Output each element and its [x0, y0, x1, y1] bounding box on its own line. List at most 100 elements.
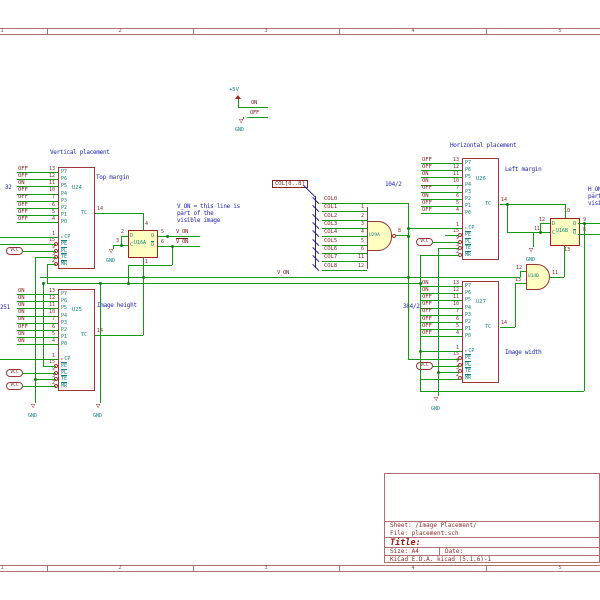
wire-segment [515, 283, 516, 327]
ic-u16a[interactable]: U16A D C Q Q 2 3 5 6 4 1 [116, 221, 164, 265]
pin-name: P1 [61, 212, 68, 219]
net-label[interactable]: OFF [422, 315, 432, 322]
net-label[interactable]: ON [18, 309, 25, 316]
pin-name: D [552, 221, 556, 227]
vcc-flag[interactable]: VCC [6, 369, 23, 377]
gnd-icon[interactable]: ▽ [96, 402, 101, 410]
net-label[interactable]: OFF [18, 201, 28, 208]
ic-u24[interactable]: U24 OFF 13 P7 OFF 12 P6 ON 11 P5 OFF 1 [17, 165, 117, 271]
gnd-icon[interactable]: ▽ [239, 117, 244, 125]
counter-body[interactable] [58, 289, 95, 391]
net-label[interactable]: OFF [422, 206, 432, 213]
power-flag-icon[interactable] [235, 95, 241, 99]
net-label[interactable]: COL1 [324, 204, 338, 211]
net-label[interactable]: OFF [18, 165, 28, 172]
net-label[interactable]: OFF [422, 199, 432, 206]
note-horizontal-placement: Horizontal placement [450, 142, 517, 149]
flipflop-body[interactable] [550, 218, 580, 246]
net-label-von-trunk[interactable]: V_ON [277, 270, 290, 276]
net-label[interactable]: ON [422, 192, 429, 199]
pin-name: D [130, 233, 134, 239]
junction-dot [34, 378, 37, 381]
net-label[interactable]: OFF [18, 215, 28, 222]
net-label[interactable]: ON [18, 330, 25, 337]
and-gate-body[interactable] [526, 264, 550, 290]
title-block-line [439, 547, 440, 555]
pin-name: P6 [61, 176, 68, 183]
ic-u26[interactable]: U26 OFF 13 P7 OFF 12 P6 ON 11 P5 ON 10 [421, 156, 521, 262]
net-label[interactable]: COL6 [324, 246, 338, 253]
net-label[interactable]: OFF [18, 172, 28, 179]
net-label-von-inverted[interactable]: V_ON [176, 239, 189, 245]
net-label[interactable]: COL2 [324, 212, 338, 219]
note-value-32: 32 [5, 184, 12, 191]
pin-number: 12 [48, 294, 55, 301]
counter-body[interactable] [462, 158, 499, 260]
net-label[interactable]: ON [422, 286, 429, 293]
net-label-von[interactable]: V_ON [176, 229, 189, 235]
net-label[interactable]: OFF [422, 322, 432, 329]
net-label[interactable]: ON [18, 301, 25, 308]
net-label[interactable]: OFF [18, 187, 28, 194]
counter-body[interactable] [58, 167, 95, 269]
net-label[interactable]: COL3 [324, 221, 338, 228]
net-label[interactable]: ON [18, 179, 25, 186]
net-label-off[interactable]: OFF [250, 110, 260, 116]
gnd-label: GND [431, 406, 441, 412]
pin-number: 7 [455, 185, 459, 192]
wire-segment [421, 170, 462, 172]
pin-number: 9 [583, 217, 587, 223]
pin-number: 4 [455, 206, 459, 213]
net-label[interactable]: OFF [422, 163, 432, 170]
net-label-on[interactable]: ON [251, 100, 258, 106]
nand-gate-body[interactable] [367, 221, 392, 251]
ic-u25[interactable]: U25 ON 13 P7 ON 12 P6 ON 11 P5 ON 10 [17, 287, 117, 393]
counter-body[interactable] [462, 281, 499, 383]
pin-number: 1 [145, 259, 149, 265]
ic-u16b[interactable]: U16B D C Q Q 12 11 9 8 10 13 [534, 208, 586, 253]
net-label[interactable]: ON [422, 279, 429, 286]
net-label[interactable]: ON [18, 287, 25, 294]
net-label[interactable]: OFF [18, 194, 28, 201]
frame-number: 5 [558, 565, 562, 571]
net-label[interactable]: OFF [18, 208, 28, 215]
flipflop-body[interactable] [128, 230, 158, 258]
pin-name: P5 [465, 297, 472, 304]
net-label[interactable]: COL7 [324, 254, 338, 261]
vcc-flag[interactable]: VCC [6, 247, 23, 255]
wire-segment [500, 204, 565, 205]
net-label[interactable]: COL8 [324, 262, 338, 269]
wire-segment [47, 264, 48, 283]
net-label[interactable]: COL5 [324, 237, 338, 244]
net-label[interactable]: OFF [422, 156, 432, 163]
net-label[interactable]: ON [422, 178, 429, 185]
vcc-flag[interactable]: VCC [6, 382, 23, 390]
pin-number: 11 [552, 270, 559, 276]
gnd-icon[interactable]: ▽ [529, 246, 534, 254]
bus-label-col[interactable]: COL[0..8] [272, 180, 308, 188]
pin-name: PL [465, 361, 472, 368]
net-label[interactable]: OFF [422, 329, 432, 336]
gnd-icon[interactable]: ▽ [109, 247, 114, 255]
net-label[interactable]: OFF [422, 293, 432, 300]
vcc-flag[interactable]: VCC [416, 362, 433, 370]
net-label[interactable]: ON [18, 294, 25, 301]
net-label[interactable]: COL0 [324, 196, 338, 202]
net-label[interactable]: ON [18, 337, 25, 344]
wire-segment [238, 99, 239, 108]
frame-number: 3 [264, 565, 268, 571]
net-label[interactable]: ON [422, 170, 429, 177]
wire-segment [17, 179, 58, 181]
net-label[interactable]: OFF [422, 185, 432, 192]
net-label[interactable]: OFF [422, 301, 432, 308]
net-label[interactable]: OFF [422, 308, 432, 315]
vcc-flag[interactable]: VCC [416, 238, 433, 246]
note-hon-2: part of the [588, 193, 600, 200]
net-label[interactable]: ON [18, 316, 25, 323]
gnd-icon[interactable]: ▽ [434, 395, 439, 403]
net-label[interactable]: COL4 [324, 229, 338, 236]
gnd-icon[interactable]: ▽ [31, 402, 36, 410]
net-label[interactable]: OFF [18, 323, 28, 330]
ic-u27[interactable]: U27 ON 13 P7 ON 12 P6 OFF 11 P5 OFF 10 [421, 279, 521, 385]
